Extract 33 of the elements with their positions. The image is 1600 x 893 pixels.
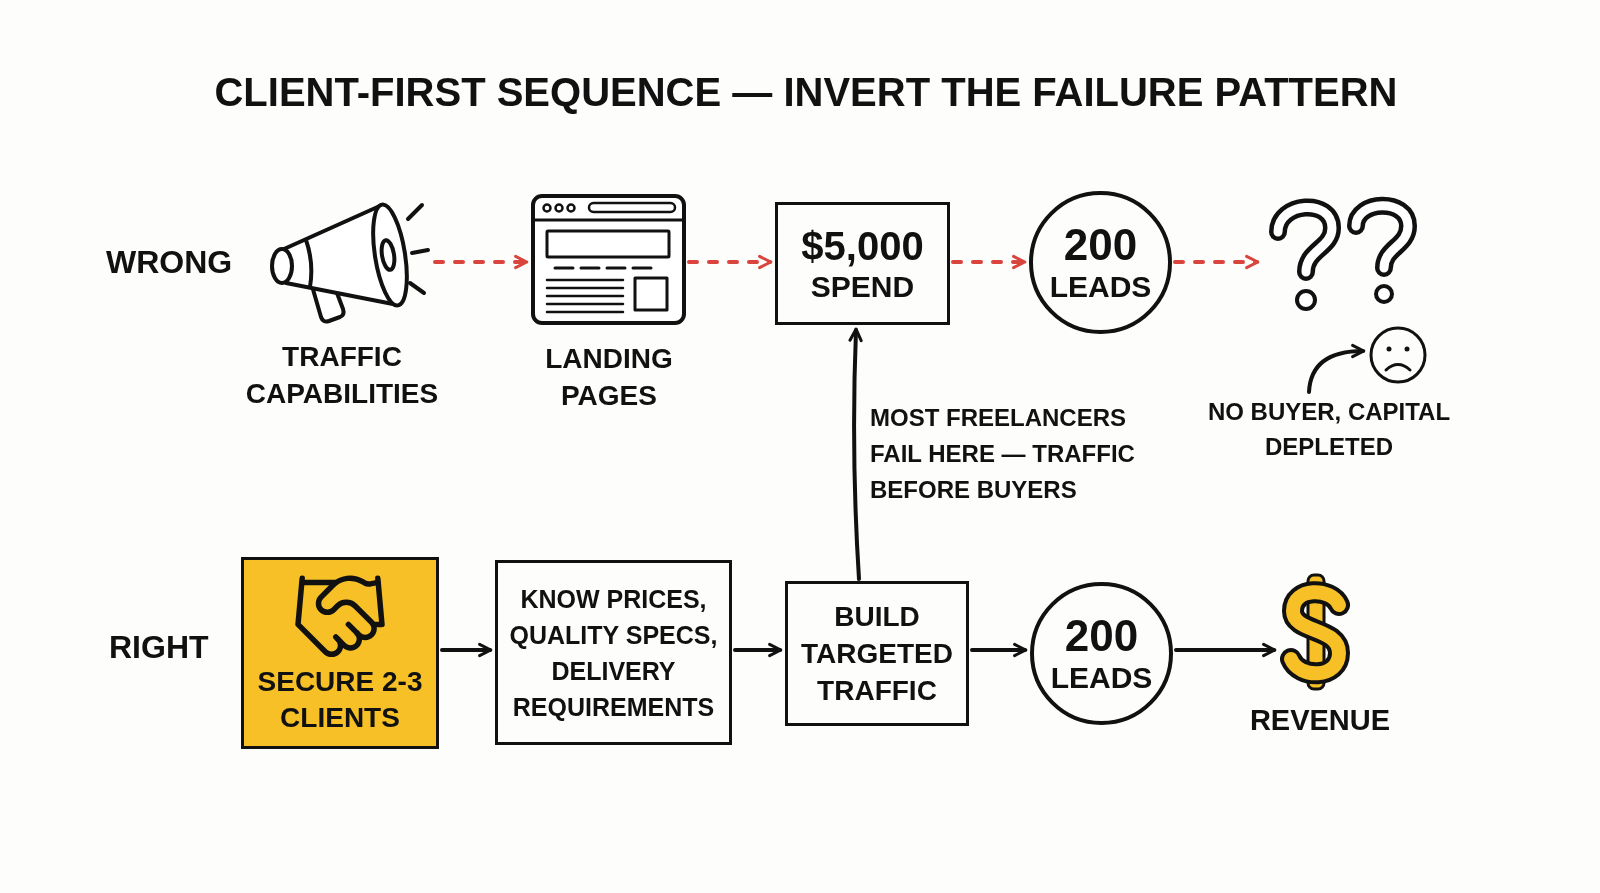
process-box [785,581,969,726]
caption-text: REVENUE [1249,703,1391,738]
process-box [495,560,732,745]
row-label: RIGHT [109,628,209,667]
node-text: 200 [1063,220,1138,269]
arrow [1307,344,1366,394]
dashed-arrow [951,254,1027,270]
arrow [440,642,493,658]
dashed-arrow [1173,254,1260,270]
dashed-arrow [433,254,529,270]
browser-window-icon [531,194,686,325]
node-text: BUILD TARGETED TRAFFIC [800,600,954,708]
node-text: LEADS [1050,659,1153,696]
dashed-arrow [687,254,773,270]
node-text: LEADS [1049,268,1152,305]
dollar-sign-icon [1279,573,1353,691]
process-box [775,202,950,325]
caption-text: LANDING PAGES [544,342,674,413]
diagram-title: CLIENT-FIRST SEQUENCE — INVERT THE FAILURE PATTERN [213,69,1399,116]
row-label: WRONG [106,243,233,282]
arrow [970,642,1028,658]
node-text: SECURE 2-3 CLIENTS [256,665,424,735]
arrow [1174,642,1277,658]
arrow [733,642,783,658]
note-text: NO BUYER, CAPITAL DEPLETED [1191,394,1467,464]
highlighted-step-box [241,557,439,749]
node-text: KNOW PRICES, QUALITY SPECS, DELIVERY REQUIREMENTS [508,583,719,723]
arrow [848,327,863,581]
sad-face-icon [1368,325,1428,385]
caption-text: TRAFFIC CAPABILITIES [244,340,440,411]
node-text: 200 [1064,611,1139,660]
node-text: SPEND [810,268,915,305]
node-text: $5,000 [801,222,924,269]
